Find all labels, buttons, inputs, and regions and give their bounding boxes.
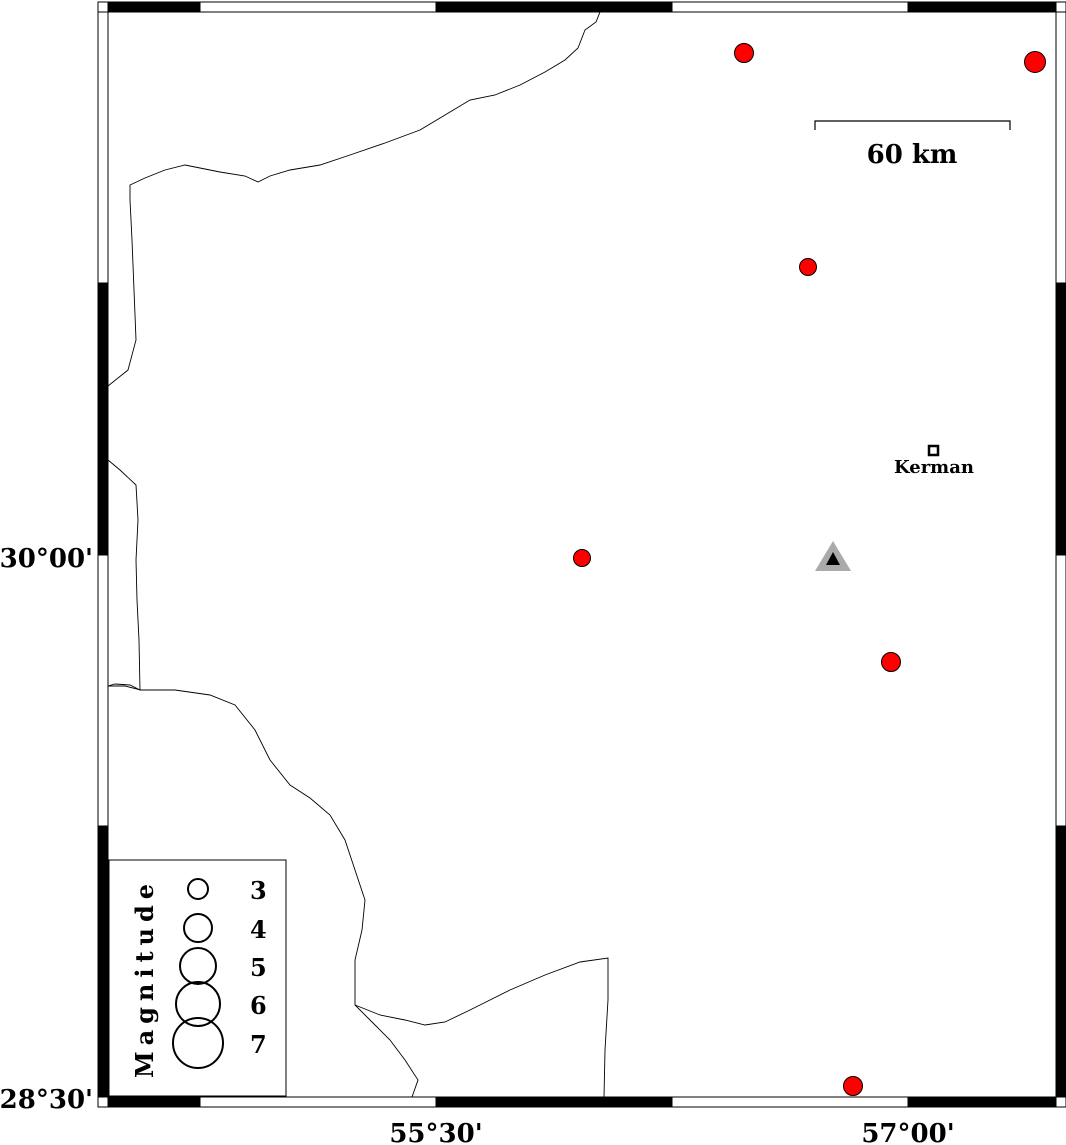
event-marker[interactable] (843, 1076, 863, 1096)
legend-label: 4 (250, 915, 267, 944)
event-marker[interactable] (799, 258, 817, 276)
legend-title: Magnitude (130, 878, 159, 1078)
lon-label: 57°00' (861, 1119, 954, 1145)
boundary-line-west (107, 459, 141, 691)
earthquake-events (573, 43, 1046, 1096)
square-marker-icon (927, 444, 940, 457)
legend-label: 3 (250, 876, 267, 905)
border-lines (107, 11, 609, 1098)
legend-circle-4 (183, 913, 213, 943)
event-marker[interactable] (734, 43, 754, 63)
city-kerman: Kerman (894, 444, 974, 478)
map-frame (97, 1, 1066, 1108)
lat-label: 28°30' (0, 1085, 93, 1115)
magnitude-legend: Magnitude 3 4 5 6 7 (108, 859, 287, 1097)
legend-label: 7 (250, 1030, 267, 1059)
legend-circle-6 (175, 981, 221, 1027)
lon-label: 55°30' (389, 1119, 482, 1145)
legend-label: 5 (250, 953, 267, 982)
legend-circle-3 (187, 878, 209, 900)
boundary-line-southwest (354, 1004, 419, 1098)
legend-circle-5 (179, 947, 217, 985)
legend-label: 6 (250, 991, 267, 1020)
city-label: Kerman (894, 457, 974, 478)
lat-label: 30°00' (0, 544, 93, 574)
scale-bar-label: 60 km (867, 140, 958, 170)
legend-circle-7 (172, 1017, 224, 1069)
boundary-line-north (107, 11, 601, 387)
event-marker[interactable] (1024, 51, 1046, 73)
event-marker[interactable] (881, 652, 901, 672)
event-marker[interactable] (573, 549, 591, 567)
station-marker[interactable] (815, 541, 851, 571)
boundary-line-south (108, 685, 609, 1098)
scale-bar: 60 km (814, 120, 1011, 170)
